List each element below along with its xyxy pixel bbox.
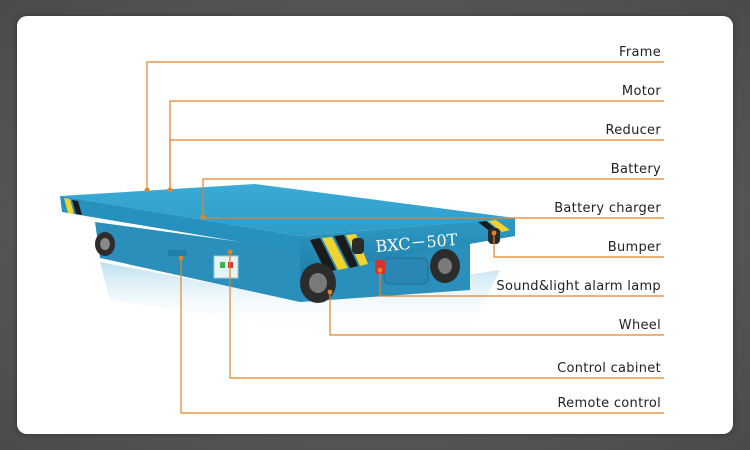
label-frame: Frame — [618, 45, 661, 60]
cart-top-deck — [60, 184, 515, 236]
label-bumper: Bumper — [607, 240, 661, 255]
leader-dot-control-cabinet — [227, 249, 233, 255]
leader-alarm-lamp — [379, 270, 664, 297]
label-alarm-lamp: Sound&light alarm lamp — [496, 279, 661, 294]
leader-dot-frame — [144, 187, 150, 193]
leader-remote-control — [180, 258, 664, 414]
leader-lines — [144, 61, 664, 414]
stripe-front-3 — [334, 235, 358, 268]
motor-body — [383, 257, 429, 285]
leader-battery — [202, 178, 664, 217]
wheel-front — [300, 263, 336, 303]
stripe-left-2 — [72, 200, 82, 215]
bumper-front — [352, 238, 364, 254]
wheel-left — [95, 232, 115, 256]
leader-control-cabinet — [229, 252, 664, 379]
label-reducer: Reducer — [605, 123, 661, 138]
label-wheel: Wheel — [618, 318, 661, 333]
wheel-rear — [430, 249, 460, 283]
leader-dot-remote-control — [178, 255, 184, 261]
leader-dot-reducer — [167, 187, 173, 193]
leader-bumper — [493, 233, 664, 258]
stripe-front-2 — [322, 237, 348, 270]
leader-dot-bumper — [491, 230, 497, 236]
control-cabinet-box — [213, 255, 239, 279]
label-remote-control: Remote control — [557, 396, 661, 411]
leader-dot-alarm-lamp — [377, 267, 383, 273]
label-battery: Battery — [610, 162, 661, 177]
cart-left-end — [60, 196, 300, 252]
leader-motor — [169, 100, 664, 190]
stripe-left-1 — [64, 198, 74, 214]
label-battery-charger: Battery charger — [554, 201, 661, 216]
stripe-right-2 — [488, 220, 510, 232]
remote-control-box — [168, 250, 186, 256]
cart-reflection — [100, 262, 500, 330]
leader-dot-battery-charger — [200, 214, 206, 220]
label-control-cabinet: Control cabinet — [557, 361, 661, 376]
leader-dot-wheel — [327, 289, 333, 295]
control-cabinet-light — [220, 262, 225, 268]
leader-frame — [146, 61, 664, 190]
label-motor: Motor — [621, 84, 661, 99]
leader-wheel — [329, 292, 664, 336]
stripe-front-1 — [310, 238, 336, 272]
alarm-lamp-body — [375, 260, 385, 274]
leader-reducer — [169, 139, 664, 190]
